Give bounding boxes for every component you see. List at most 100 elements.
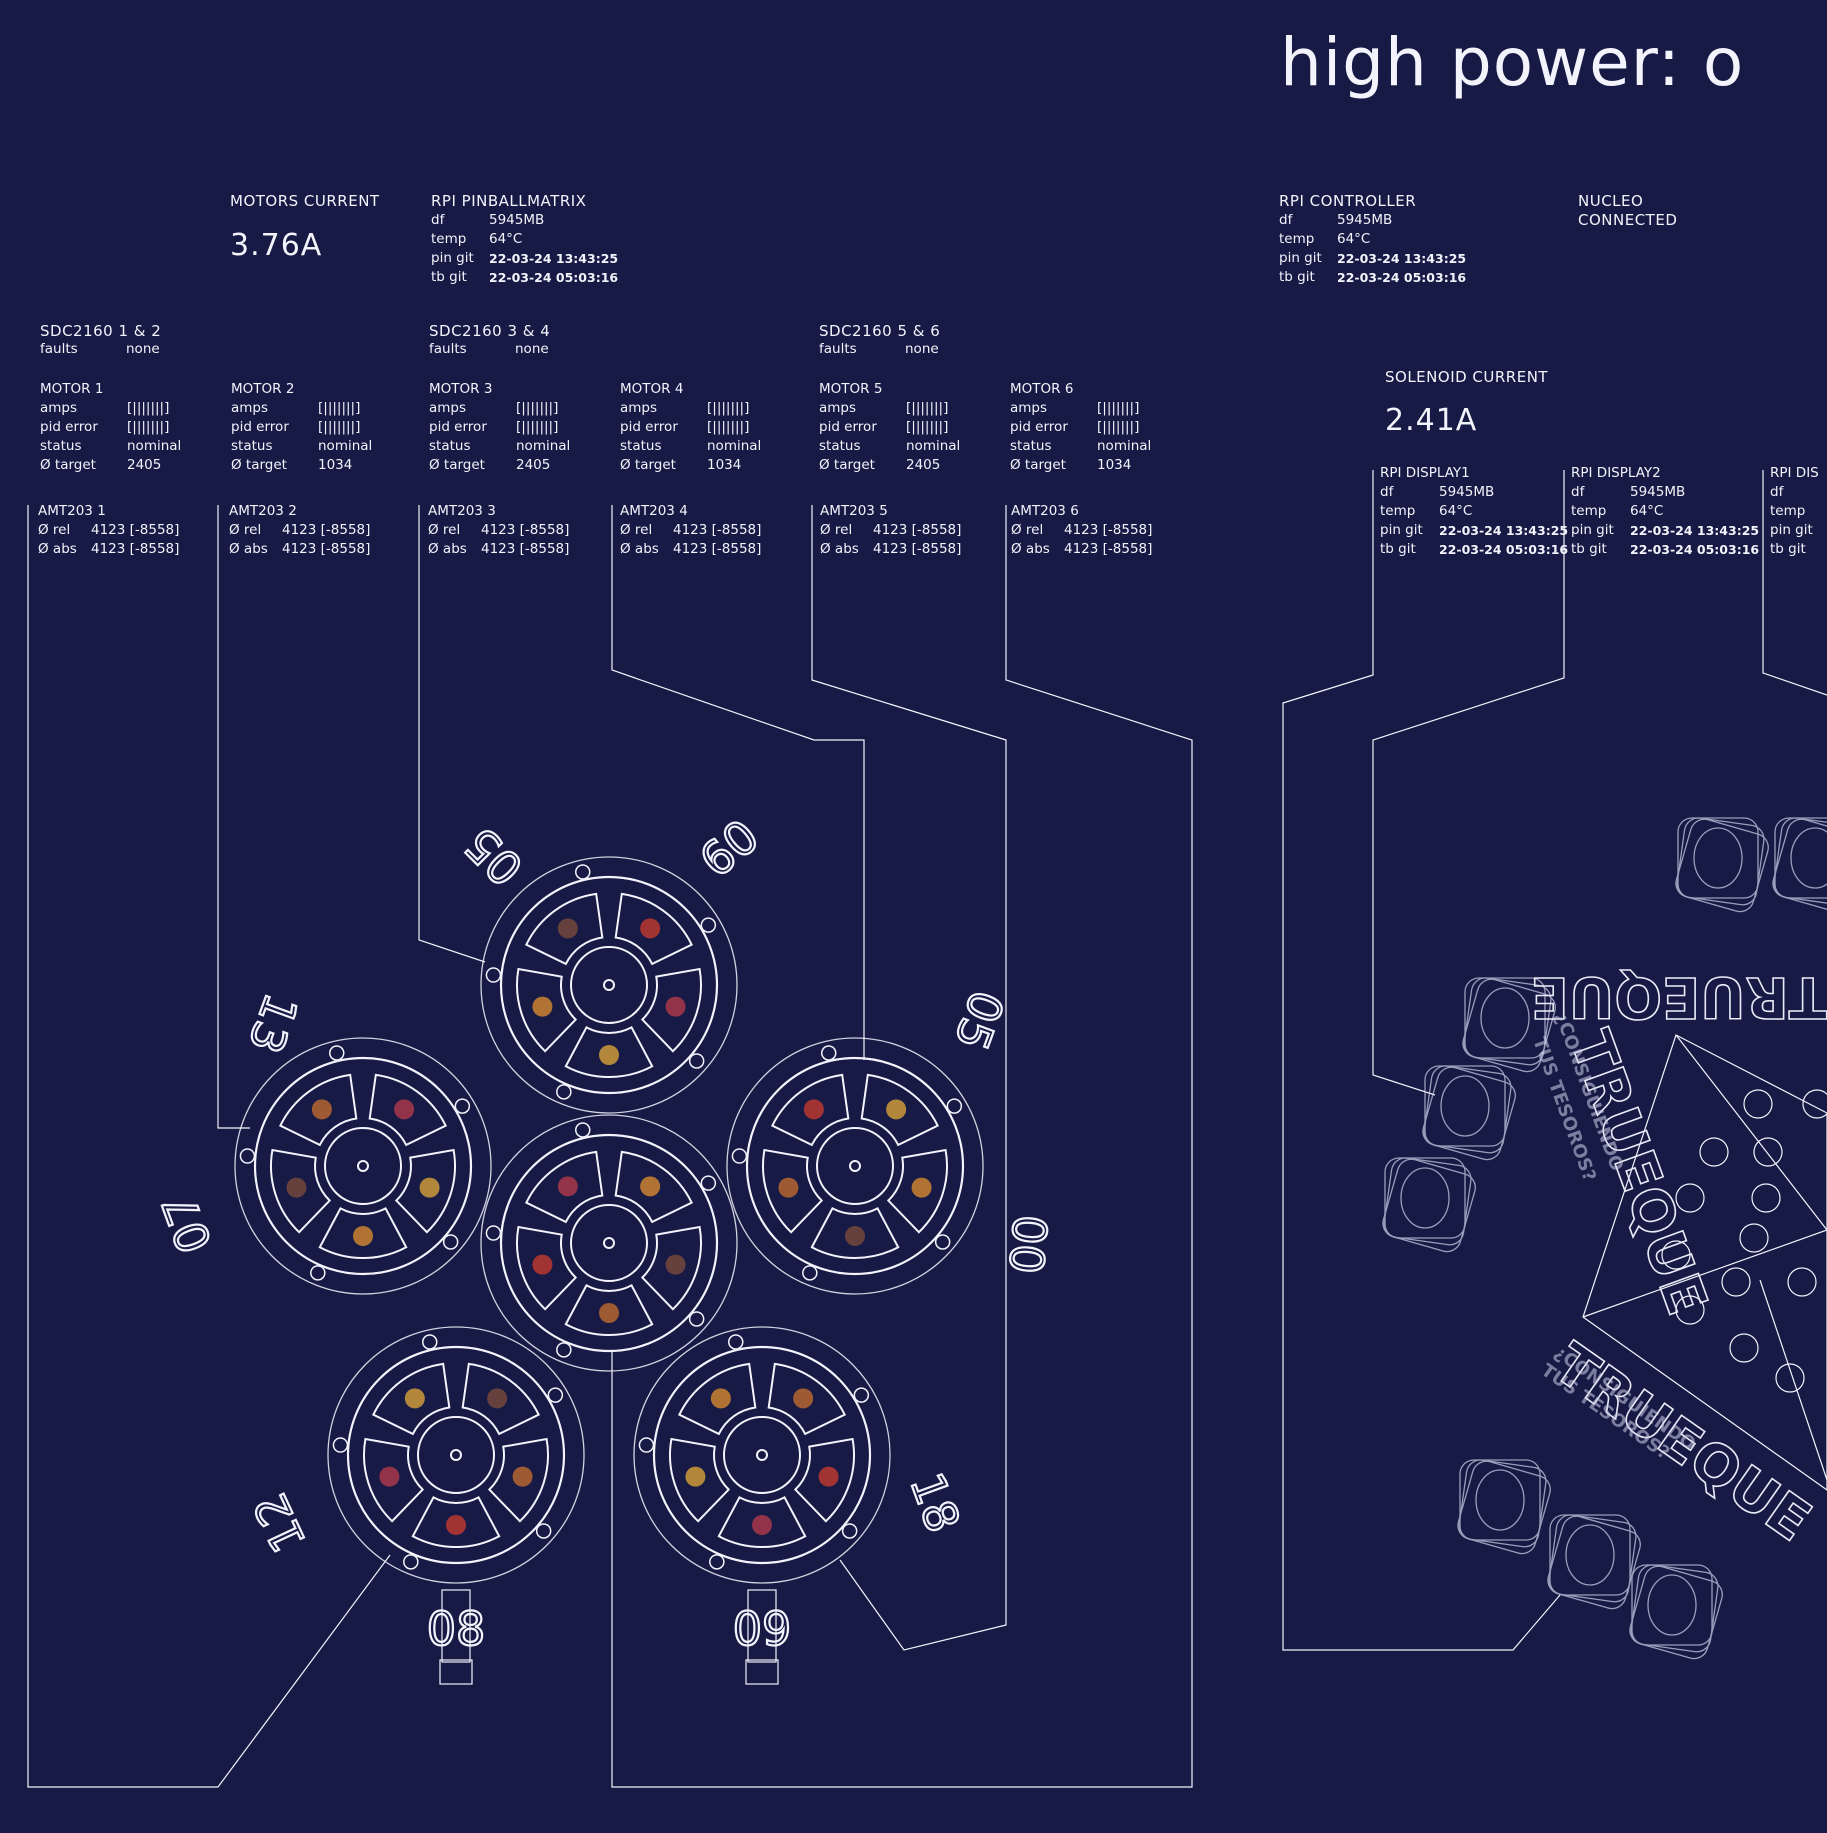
carousel-bolt: [332, 1437, 349, 1453]
board-diagonal-3: [1759, 1279, 1827, 1481]
die-icon: [1422, 1065, 1516, 1161]
carousel-pocket: [363, 1437, 425, 1523]
target-key: Ø target: [231, 457, 287, 473]
display-title: RPI DISPLAY1: [1380, 465, 1470, 481]
solenoid-current-label: SOLENOID CURRENT: [1385, 368, 1549, 386]
abs-key: Ø abs: [820, 541, 859, 557]
die-icon: [1547, 1514, 1641, 1610]
carousel-pocket: [640, 967, 702, 1053]
carousel-number-label: 05: [454, 817, 534, 897]
fruit-icon: [640, 1176, 661, 1197]
rpi-controller-title: RPI CONTROLLER: [1279, 192, 1417, 210]
amps-bar: [|||||||]: [707, 400, 750, 416]
status-value: nominal: [127, 438, 182, 454]
abs-value: 4123 [-8558]: [282, 541, 371, 557]
pid-error-bar: [|||||||]: [318, 419, 361, 435]
carousel-pocket: [677, 1362, 757, 1436]
carousel-bolt: [328, 1045, 345, 1061]
rel-key: Ø rel: [38, 522, 71, 538]
faults-value: none: [515, 341, 549, 357]
motor-title: MOTOR 2: [231, 381, 295, 397]
carousel-bolt: [841, 1523, 858, 1539]
carousel-number-label: 09: [689, 808, 769, 887]
fruit-icon: [818, 1466, 839, 1487]
carousel: [480, 856, 738, 1114]
fruit-icon: [665, 1254, 686, 1275]
die-face: [1462, 978, 1556, 1073]
pin-git-key: pin git: [1380, 522, 1423, 538]
die-icon: [1629, 1564, 1723, 1660]
status-key: status: [620, 438, 662, 454]
pid-error-key: pid error: [819, 419, 877, 435]
carousel-bolt: [485, 967, 502, 983]
status-key: status: [231, 438, 273, 454]
amps-key: amps: [429, 400, 467, 416]
status-value: nominal: [1097, 438, 1152, 454]
carousel-bolt: [556, 1342, 572, 1358]
fruit-icon: [419, 1177, 440, 1198]
carousel-pocket: [524, 1150, 604, 1224]
carousel-hub: [570, 946, 648, 1024]
carousel-axle: [450, 1449, 462, 1461]
carousel-bolt: [239, 1148, 256, 1164]
die-face: [1677, 817, 1759, 899]
carousel-bolt: [574, 864, 591, 880]
fruit-icon: [665, 996, 686, 1017]
carousel: [234, 1037, 492, 1295]
die-face: [1772, 818, 1827, 913]
df-key: df: [1279, 212, 1293, 228]
abs-value: 4123 [-8558]: [673, 541, 762, 557]
carousel-bolt: [421, 1334, 438, 1350]
fruit-icon: [599, 1045, 619, 1065]
carousel-pocket: [461, 1362, 541, 1436]
solenoid-current-value: 2.41A: [1385, 403, 1478, 438]
carousel: [633, 1326, 891, 1584]
carousel-bolt: [485, 1225, 502, 1241]
status-key: status: [40, 438, 82, 454]
pin-git-key: pin git: [431, 250, 474, 266]
carousel-bolt: [535, 1523, 552, 1539]
amt-title: AMT203 2: [229, 503, 297, 519]
motor-panel-2: MOTOR 2 amps[|||||||] pid error[|||||||]…: [231, 380, 372, 475]
target-value: 1034: [1097, 457, 1132, 473]
temp-key: temp: [1279, 231, 1315, 247]
pin-git-value: 22-03-24 13:43:25: [1439, 523, 1569, 538]
motor-title: MOTOR 6: [1010, 381, 1074, 397]
carousel-number-label: 05: [944, 984, 1015, 1057]
carousel-pocket: [368, 1073, 448, 1147]
abs-value: 4123 [-8558]: [91, 541, 180, 557]
pid-error-bar: [|||||||]: [906, 419, 949, 435]
amps-key: amps: [819, 400, 857, 416]
die-face: [1630, 1564, 1719, 1653]
carousel-bolt: [310, 1265, 326, 1281]
carousel-pocket: [516, 967, 578, 1053]
abs-value: 4123 [-8558]: [873, 541, 962, 557]
die-icon: [1772, 817, 1827, 913]
temp-value: 64°C: [1439, 503, 1473, 519]
amps-bar: [|||||||]: [1097, 400, 1140, 416]
wire-6: [611, 505, 1193, 1788]
carousel-axle: [756, 1449, 768, 1461]
die-face: [1547, 1515, 1641, 1610]
tb-git-value: 22-03-24 05:03:16: [489, 270, 619, 285]
amt-title: AMT203 1: [38, 503, 106, 519]
carousel-outer-ring: [480, 856, 738, 1114]
wire-3: [418, 505, 486, 963]
rel-value: 4123 [-8558]: [91, 522, 180, 538]
carousel-pocket: [640, 1225, 702, 1311]
carousel-bolt: [700, 917, 717, 933]
carousel-number-label: 09: [733, 1602, 792, 1656]
solenoid-hole: [1675, 1295, 1705, 1325]
abs-value: 4123 [-8558]: [1064, 541, 1153, 557]
wire-8: [1372, 470, 1565, 1096]
rel-key: Ø rel: [620, 522, 653, 538]
fruit-icon: [532, 996, 553, 1017]
carousel-pocket: [564, 1026, 654, 1078]
die-face: [1424, 1065, 1506, 1147]
pid-error-bar: [|||||||]: [707, 419, 750, 435]
